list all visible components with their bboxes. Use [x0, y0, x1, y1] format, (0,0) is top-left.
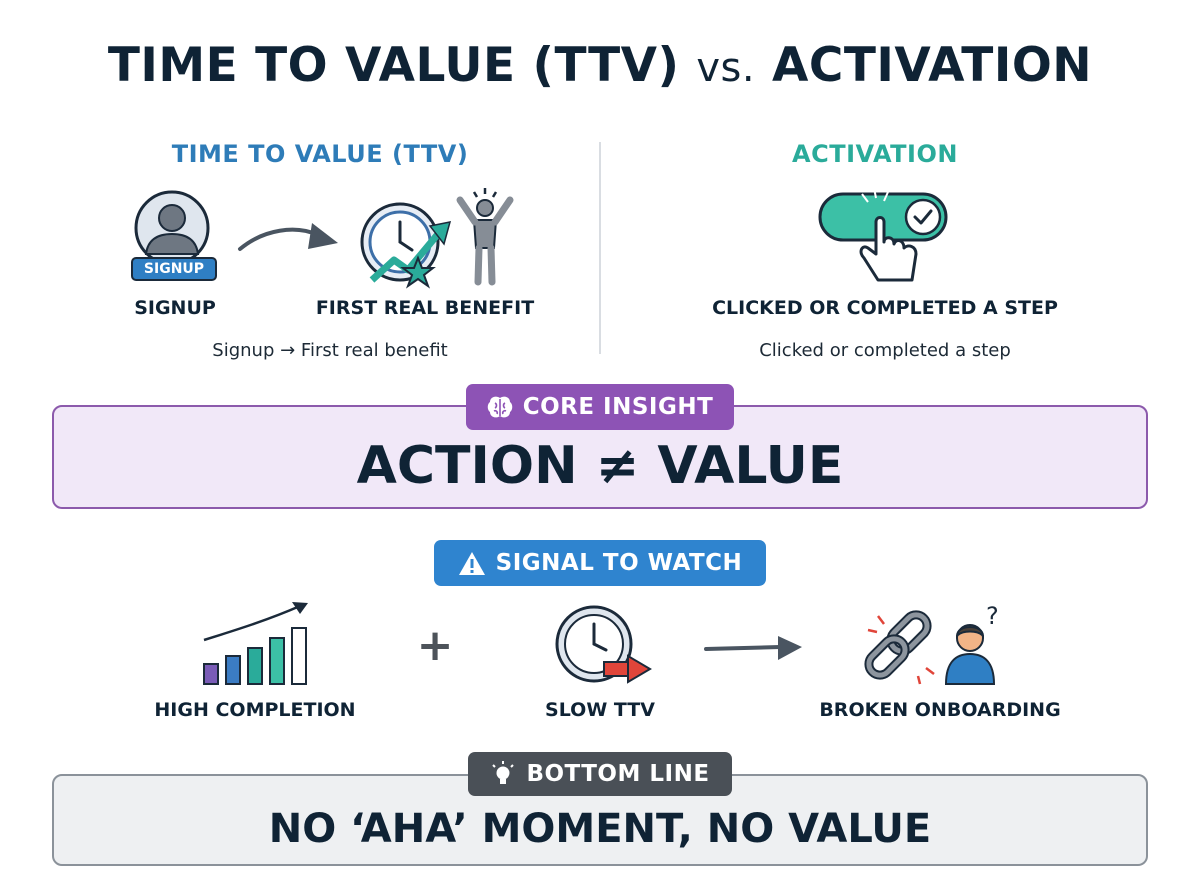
bottom-line-text: NO ‘AHA’ MOMENT, NO VALUE	[268, 806, 932, 852]
high-completion-label: HIGH COMPLETION	[154, 699, 356, 721]
signal-to-watch-badge: SIGNAL TO WATCH	[434, 540, 766, 586]
celebrating-person-icon	[456, 188, 514, 286]
clicked-step-label: CLICKED OR COMPLETED A STEP	[712, 297, 1058, 319]
bar-chart-growth-icon	[203, 602, 308, 685]
slow-clock-icon	[555, 605, 652, 684]
arrow-right-icon	[704, 636, 802, 660]
core-insight-text: ACTION ≠ VALUE	[356, 436, 844, 496]
lightbulb-icon	[492, 761, 515, 784]
plus-sign: +	[416, 620, 454, 671]
core-insight-badge: CORE INSIGHT	[466, 384, 734, 430]
broken-onboarding-label: BROKEN ONBOARDING	[819, 699, 1061, 721]
ttv-description: Signup → First real benefit	[212, 340, 448, 361]
toggle-click-icon	[818, 187, 948, 282]
warning-icon	[458, 551, 485, 575]
page-title: TIME TO VALUE (TTV) vs. ACTIVATION	[107, 38, 1093, 93]
slow-ttv-label: SLOW TTV	[545, 699, 655, 721]
brain-icon	[487, 396, 512, 418]
signup-label: SIGNUP	[134, 297, 216, 319]
user-signup-icon	[131, 190, 217, 281]
ttv-heading: TIME TO VALUE (TTV)	[171, 140, 469, 168]
confused-user-icon: ?	[944, 602, 999, 685]
first-real-benefit-label: FIRST REAL BENEFIT	[315, 297, 535, 319]
activation-description: Clicked or completed a step	[759, 340, 1011, 361]
broken-link-icon	[864, 610, 935, 685]
svg-text:?: ?	[986, 602, 999, 630]
clock-growth-icon	[360, 202, 452, 289]
bottom-line-badge: BOTTOM LINE	[468, 752, 732, 796]
activation-heading: ACTIVATION	[792, 140, 958, 168]
signup-badge-text: SIGNUP	[143, 261, 205, 277]
arrow-right-icon	[238, 223, 338, 251]
column-divider	[599, 142, 601, 354]
